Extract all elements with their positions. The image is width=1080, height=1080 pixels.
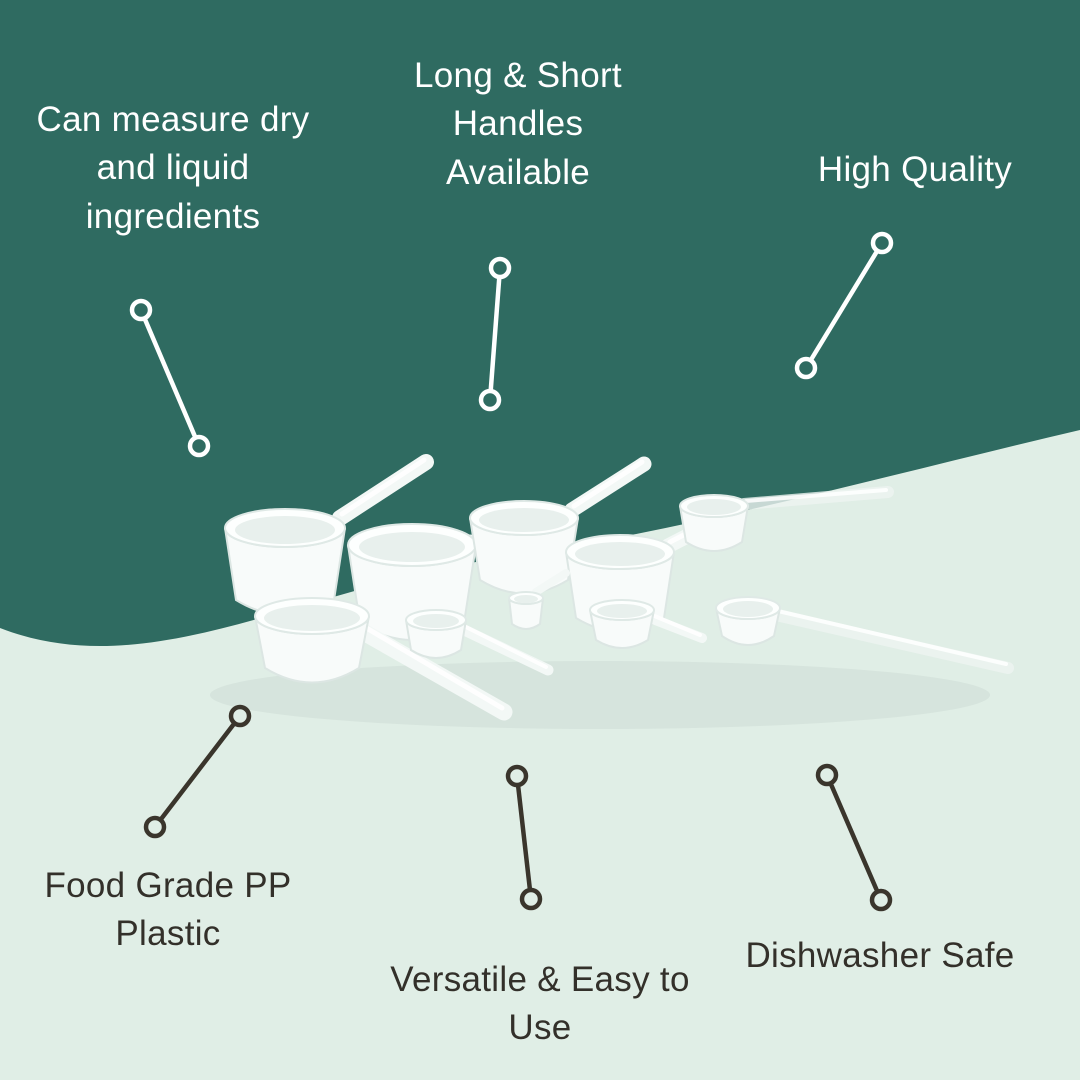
callout-material: Food Grade PP Plastic [8, 862, 328, 959]
connector-dishwasher [815, 763, 893, 912]
product-shadow [210, 661, 990, 729]
connector-endpoint [143, 815, 167, 839]
scoop-small-2 [589, 599, 707, 649]
connector-endpoint [794, 356, 818, 380]
scoop-large-1 [224, 454, 434, 616]
callout-versatile: Versatile & Easy to Use [340, 956, 740, 1053]
connector-endpoint [869, 888, 893, 912]
measuring-scoops-photo [210, 454, 1014, 729]
callout-quality: High Quality [770, 146, 1060, 194]
connector-endpoint [488, 256, 512, 280]
connector-endpoint [870, 231, 894, 255]
callout-material-line: Plastic [115, 914, 221, 954]
scoop-tiny [508, 569, 570, 630]
scoop-front-large [254, 597, 513, 721]
callout-handles: Long & Short Handles Available [378, 52, 658, 197]
callout-dishwasher: Dishwasher Safe [700, 932, 1060, 980]
callout-handles-line: Long & Short [414, 56, 622, 95]
callout-measure-line: Can measure dry [36, 100, 310, 139]
spoon-long-handle [715, 596, 1014, 674]
callout-versatile-line: Use [508, 1008, 572, 1048]
connector-measure [129, 298, 211, 458]
callout-measure-line: and liquid [96, 148, 250, 188]
callout-handles-line: Handles [452, 104, 584, 144]
connector-endpoint [129, 298, 153, 322]
connector-endpoint [187, 434, 211, 458]
callout-measure-line: ingredients [85, 196, 261, 236]
connector-quality [794, 231, 894, 380]
connector-endpoint [228, 704, 252, 728]
callout-versatile-line: Versatile & Easy to [390, 960, 690, 999]
connector-endpoint [505, 764, 529, 788]
mint-wave-background [0, 430, 1080, 1080]
connector-material [143, 704, 252, 839]
spoon-small-1 [405, 609, 554, 676]
callout-dishwasher-line: Dishwasher Safe [745, 936, 1015, 975]
connector-handles [478, 256, 512, 412]
callout-measure: Can measure dry and liquid ingredients [8, 96, 338, 241]
connector-endpoint [478, 388, 502, 412]
callout-quality-line: High Quality [817, 150, 1013, 189]
connector-endpoint [519, 887, 543, 911]
callout-handles-line: Available [445, 152, 591, 192]
connector-versatile [505, 764, 543, 911]
callout-material-line: Food Grade PP [44, 866, 292, 905]
connector-endpoint [815, 763, 839, 787]
scoop-medium-1 [469, 456, 652, 595]
scoop-small-long-handle [679, 486, 894, 552]
